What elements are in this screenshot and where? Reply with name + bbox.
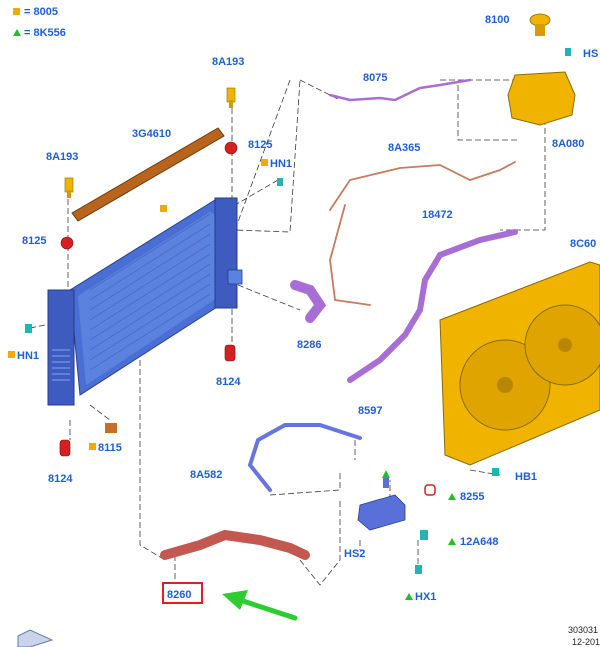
label-18472: 18472 <box>422 209 453 221</box>
label-8124-mid: 8124 <box>216 376 241 388</box>
label-8286: 8286 <box>297 339 321 351</box>
valve-block <box>357 478 436 574</box>
part-labels: 8100 HS 8075 8A080 8A193 3G4610 8125 HN1… <box>8 14 598 603</box>
label-8255: 8255 <box>460 491 484 503</box>
radiator <box>47 197 243 406</box>
footer-code: 303031 <box>568 625 598 635</box>
bracket-markers <box>382 470 456 600</box>
label-8115: 8115 <box>98 442 122 454</box>
label-8260: 8260 <box>167 589 191 601</box>
label-8125-top: 8125 <box>248 139 272 151</box>
label-hn1-top: HN1 <box>270 158 292 170</box>
deflector-strip <box>71 127 225 222</box>
label-8a365: 8A365 <box>388 142 420 154</box>
hn1-square-icon <box>261 159 268 166</box>
leader-lines <box>29 79 546 586</box>
label-8597: 8597 <box>358 405 382 417</box>
label-8100: 8100 <box>485 14 509 26</box>
hn1-left-square-icon <box>8 351 15 358</box>
cooling-fan-shroud <box>439 261 600 476</box>
footer: 303031 12-201 <box>17 625 600 647</box>
label-8a193-top: 8A193 <box>212 56 244 68</box>
label-hs-top: HS <box>583 48 598 60</box>
label-8125-left: 8125 <box>22 235 46 247</box>
label-8a080: 8A080 <box>552 138 584 150</box>
label-hn1-left: HN1 <box>17 350 39 362</box>
label-8c60: 8C60 <box>570 238 596 250</box>
label-3g4610: 3G4610 <box>132 128 171 140</box>
legend-triangle-icon <box>13 29 21 36</box>
hoses <box>160 78 518 560</box>
label-8a582: 8A582 <box>190 469 222 481</box>
label-8075: 8075 <box>363 72 387 84</box>
label-hx1: HX1 <box>415 591 436 603</box>
legend: = 8005 = 8K556 <box>13 6 66 39</box>
label-hs2: HS2 <box>344 548 365 560</box>
legend-item-8k556: = 8K556 <box>24 27 66 39</box>
label-12a648: 12A648 <box>460 536 499 548</box>
label-8124-bot: 8124 <box>48 473 73 485</box>
label-hb1: HB1 <box>515 471 537 483</box>
footer-date: 12-201 <box>572 637 600 647</box>
legend-square-icon <box>13 8 20 15</box>
highlight-box-8260 <box>162 582 203 604</box>
nav-arrow-icon[interactable] <box>17 629 54 647</box>
highlight-arrow <box>222 590 298 621</box>
coolant-reservoir <box>507 13 576 126</box>
legend-item-8005: = 8005 <box>24 6 58 18</box>
label-8a193-left: 8A193 <box>46 151 78 163</box>
radiator-fittings <box>25 87 283 457</box>
8115-square-icon <box>89 443 96 450</box>
